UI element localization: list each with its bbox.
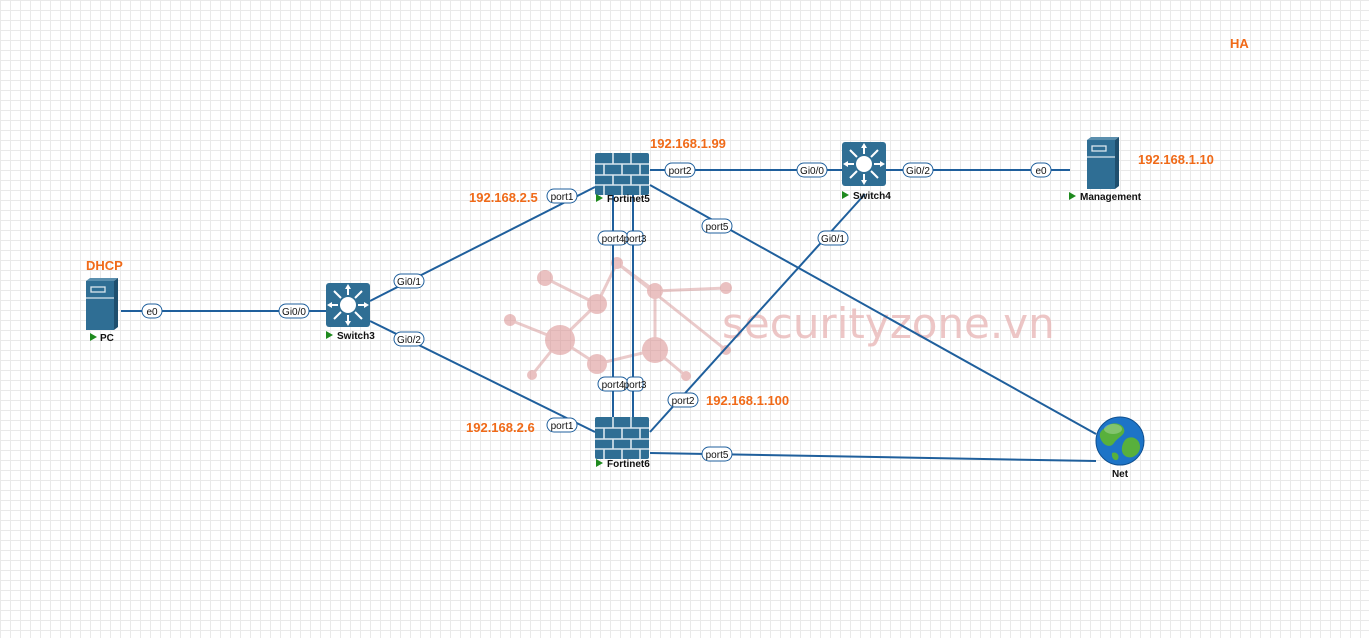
switch-icon: [325, 282, 371, 328]
port-label-sw4-gi01: Gi0/1: [817, 230, 849, 246]
port-label-fg5-port5: port5: [701, 218, 733, 234]
annotation-management-ip: 192.168.1.10: [1138, 152, 1214, 167]
svg-text:port5: port5: [706, 450, 729, 461]
port-label-fg6-port4: port4: [597, 376, 629, 392]
annotation-fortinet6-mgmt-ip: 192.168.1.100: [706, 393, 789, 408]
running-indicator-icon: [842, 191, 849, 199]
svg-text:port4: port4: [602, 380, 625, 391]
running-indicator-icon: [90, 333, 97, 341]
running-indicator-icon: [326, 331, 333, 339]
port-label-sw3-gi00: Gi0/0: [278, 303, 310, 319]
node-label: Fortinet5: [607, 194, 650, 205]
svg-text:Gi0/0: Gi0/0: [282, 307, 306, 318]
node-label: Switch4: [853, 191, 891, 202]
port-label-fg6-port2: port2: [667, 392, 699, 408]
port-label-fg5-port1: port1: [546, 188, 578, 204]
port-label-sw3-gi02: Gi0/2: [393, 331, 425, 347]
svg-text:Gi0/1: Gi0/1: [397, 277, 421, 288]
port-label-pc-e0: e0: [141, 303, 163, 319]
svg-text:port3: port3: [624, 234, 647, 245]
port-label-fg5-port2: port2: [664, 162, 696, 178]
annotation-dhcp: DHCP: [86, 258, 123, 273]
svg-text:Gi0/0: Gi0/0: [800, 166, 824, 177]
running-indicator-icon: [596, 459, 603, 467]
annotation-fortinet6-port1-ip: 192.168.2.6: [466, 420, 535, 435]
annotation-fortinet5-mgmt-ip: 192.168.1.99: [650, 136, 726, 151]
annotation-fortinet5-port1-ip: 192.168.2.5: [469, 190, 538, 205]
port-label-fg6-port5: port5: [701, 446, 733, 462]
node-label: PC: [100, 333, 114, 344]
running-indicator-icon: [596, 194, 603, 202]
running-indicator-icon: [1069, 192, 1076, 200]
svg-text:port1: port1: [551, 421, 574, 432]
node-switch3[interactable]: Switch3: [325, 282, 375, 342]
svg-text:port3: port3: [624, 380, 647, 391]
node-label: Net: [1112, 469, 1129, 480]
svg-text:port2: port2: [669, 166, 692, 177]
svg-text:Gi0/1: Gi0/1: [821, 234, 845, 245]
node-pc[interactable]: PC: [85, 277, 119, 344]
node-label: Management: [1080, 192, 1142, 203]
svg-text:port4: port4: [602, 234, 625, 245]
svg-text:Gi0/2: Gi0/2: [906, 166, 930, 177]
port-label-fg6-port1: port1: [546, 417, 578, 433]
node-net[interactable]: Net: [1095, 416, 1145, 480]
globe-icon: [1095, 416, 1145, 466]
firewall-icon: [594, 152, 650, 196]
port-label-sw3-gi01: Gi0/1: [393, 273, 425, 289]
svg-text:port1: port1: [551, 192, 574, 203]
node-fortinet6[interactable]: Fortinet6: [594, 416, 650, 470]
switch-icon: [841, 141, 887, 187]
server-icon: [1086, 136, 1120, 190]
port-label-fg5-port3: port3: [624, 230, 647, 246]
svg-text:e0: e0: [1035, 166, 1047, 177]
node-management[interactable]: Management: [1069, 136, 1142, 203]
node-fortinet5[interactable]: Fortinet5: [594, 152, 650, 205]
firewall-icon: [594, 416, 650, 460]
port-label-fg6-port3: port3: [624, 376, 647, 392]
svg-text:Gi0/2: Gi0/2: [397, 335, 421, 346]
annotation-ha: HA: [1230, 36, 1249, 51]
server-icon: [85, 277, 119, 331]
port-label-sw4-gi02: Gi0/2: [902, 162, 934, 178]
svg-text:port2: port2: [672, 396, 695, 407]
node-label: Fortinet6: [607, 459, 650, 470]
node-switch4[interactable]: Switch4: [841, 141, 891, 202]
watermark-text: securityzone.vn: [722, 299, 1055, 348]
node-label: Switch3: [337, 331, 375, 342]
svg-text:e0: e0: [146, 307, 158, 318]
svg-text:port5: port5: [706, 222, 729, 233]
watermark-logo: [504, 257, 732, 381]
port-label-sw4-gi00: Gi0/0: [796, 162, 828, 178]
port-label-mgmt-e0: e0: [1030, 162, 1052, 178]
